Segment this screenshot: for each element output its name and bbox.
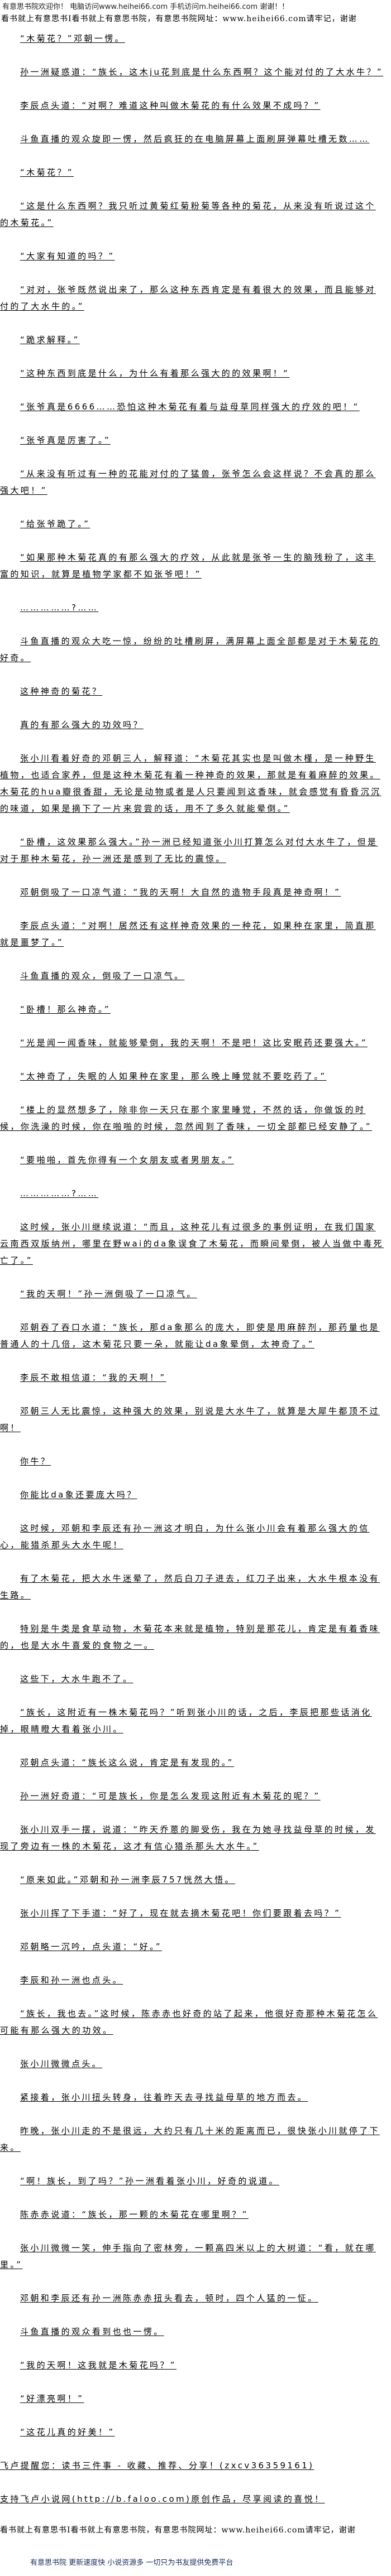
story-paragraph: 张小川微微点头。	[20, 2059, 103, 2069]
story-paragraph: “张爷真是6666……恐怕这种木菊花有着与益母草同样强大的疗效的吧！“	[20, 402, 360, 412]
story-paragraph: 张小川看着好奇的邓朝三人，解释道：“木菊花其实也是叫做木槿，是一种野生植物，也适…	[0, 753, 382, 813]
story-paragraph: 邓朝吞了吞口水道：“族长，那da象那么的庞大，即使是用麻醉剂，那药量也是普通人的…	[0, 1322, 380, 1349]
story-paragraph: “楼上的显然想多了，除非你一天只在那个家里睡觉，不然的话，你做饭的时候，你洗澡的…	[0, 1105, 373, 1131]
story-paragraph: “我的天啊！这我就是木菊花吗？”	[20, 2360, 177, 2370]
story-paragraph: “卧槽！那么神奇。”	[20, 1004, 111, 1014]
story-paragraph: 你能比da象还要庞大吗？	[20, 1490, 137, 1500]
story-paragraph: “原来如此。”邓朝和孙一洲李辰757恍然大悟。	[20, 1875, 235, 1885]
story-paragraph: 支持飞卢小说网(http://b.faloo.com)原创作品，尽享阅读的喜悦！	[0, 2494, 325, 2504]
story-paragraph: 邓朝点头道：“族长这么说，肯定是有发现的。”	[20, 1758, 234, 1768]
story-paragraph: “大家有知道的吗？”	[20, 251, 115, 261]
story-paragraph: ……………?……	[20, 603, 99, 613]
story-paragraph: 特别是牛类是食草动物，木菊花本来就是植物，特别是那花儿，肯定是有着香味的，也是大…	[0, 1624, 380, 1650]
story-paragraph: ……………?……	[20, 1188, 99, 1198]
story-paragraph: 有了木菊花，把大水牛迷晕了，然后白刀子进去，红刀子出来，大水牛根本没有生路。	[0, 1573, 380, 1600]
site-welcome-banner: 有意思书院欢迎你！ 电脑访问www.heihei66.com 手机访问m.hei…	[2, 3, 289, 11]
story-paragraph: “木菊花？”邓朝一愣。	[20, 33, 125, 44]
story-paragraph: “太神奇了，失眠的人如果种在家里，那么晚上睡觉就不要吃药了。”	[20, 1071, 327, 1081]
story-paragraph: “光是闻一闻香味，就能够晕倒，我的天啊！不是吧！这比安眠药还要强大。”	[20, 1038, 368, 1048]
story-paragraph: 张小川挥了下手道：“好了，现在就去摘木菊花吧！你们要跟着去吗？”	[20, 1908, 341, 1918]
story-paragraph: 邓朝和李辰还有孙一洲陈赤赤扭头看去，顿时，四个人猛的一怔。	[20, 2293, 318, 2303]
story-paragraph: 斗鱼直播的观众旋即一愣，然后疯狂的在电脑屏幕上面刷屏弹幕吐槽无数……	[20, 134, 370, 144]
story-paragraph: “跪求解释。”	[20, 335, 80, 345]
story-paragraph: 昨晚，张小川走的不是很远，大约只有几十米的距离而已，很快张小川就停了下来。	[0, 2126, 380, 2153]
story-paragraph: “啊！族长，到了吗？”孙一洲看着张小川，好奇的说道。	[20, 2176, 279, 2186]
story-paragraph: 陈赤赤说道：“族长，那一颗的木菊花在哪里啊？”	[20, 2209, 249, 2219]
story-paragraph: 紧接着，张小川扭头转身，往着昨天去寻找益母草的地方而去。	[20, 2092, 308, 2102]
story-paragraph: 李辰点头道：“对啊！居然还有这样神奇效果的一种花，如果种在家里，简直那就是噩梦了…	[0, 921, 376, 947]
story-paragraph: “族长，这附近有一株木菊花吗？”听到张小川的话，之后，李辰把那些话消化掉，眼睛瞪…	[0, 1707, 372, 1734]
story-paragraph: 张小川微微一笑，伸手指向了密林旁，一颗高四米以上的大树道：“看，就在哪里。”	[0, 2243, 376, 2270]
story-paragraph: “我的天啊！”孙一洲倒吸了一口凉气。	[20, 1289, 197, 1299]
story-paragraph: 这些下，大水牛跑不了。	[20, 1674, 133, 1684]
story-paragraph: 斗鱼直播的观众大吃一惊，纷纷的吐槽刷屏，满屏幕上面全部都是对于木菊花的好奇。	[0, 636, 380, 663]
story-paragraph: 孙一洲疑惑道：“族长，这木ju花到底是什么东西啊？这个能对付的了大水牛？”	[20, 67, 384, 77]
story-paragraph: “要啪啪，首先你得有一个女朋友或者男朋友。”	[20, 1155, 234, 1165]
story-paragraph: “好漂亮啊！”	[20, 2394, 84, 2404]
story-paragraph: 李辰不敢相信道：“我的天啊！”	[20, 1373, 166, 1383]
story-paragraph: 李辰和孙一洲也点头。	[20, 1975, 123, 1985]
story-paragraph: 张小川双手一摆，说道：“昨天乔蒽的脚受伤，我在为她寻找益母草的时候，发现了旁边有…	[0, 1824, 376, 1851]
story-paragraph: 真的有那么强大的功效吗？	[20, 720, 144, 730]
story-paragraph: 邓朝略一沉吟，点头道：“好。”	[20, 1942, 163, 1952]
story-paragraph: 邓朝三人无比震惊，这种强大的效果，别说是大水牛了，就算是大犀牛都顶不过啊！	[0, 1406, 380, 1433]
story-paragraph: 斗鱼直播的观众，倒吸了一口凉气。	[20, 971, 185, 981]
story-paragraph: “这是什么东西啊？我只听过黄菊红菊粉菊等各种的菊花，从来没有听说过这个的木菊花。…	[0, 201, 376, 228]
story-paragraph: “这种东西到底是什么，为什么有着那么强大的的效果啊！“	[20, 368, 290, 378]
story-paragraph: 孙一洲好奇道：“可是族长，你是怎么发现这附近有木菊花的呢？”	[20, 1791, 321, 1801]
story-paragraph: 这种神奇的菊花？	[20, 686, 103, 696]
story-paragraph: “卧槽，这效果那么强大。”孙一洲已经知道张小川打算怎么对付大水牛了，但是对于那种…	[0, 837, 378, 864]
story-paragraph: “张爷真是厉害了。”	[20, 435, 111, 445]
chapter-content: “木菊花？”邓朝一愣。孙一洲疑惑道：“族长，这木ju花到底是什么东西啊？这个能对…	[0, 30, 385, 2507]
story-paragraph: 你牛？	[20, 1456, 51, 1466]
story-paragraph: “对对，张爷既然说出来了，那么这种东西肯定是有着很大的效果，而且能够对付的了大水…	[0, 285, 376, 311]
story-paragraph: 这时候，邓朝和李辰还有孙一洲这才明白，为什么张小川会有着那么强大的信心，能猎杀那…	[0, 1523, 370, 1550]
story-paragraph: 斗鱼直播的观众看到也也一愣。	[20, 2327, 164, 2337]
story-paragraph: “木菊花？”	[20, 167, 74, 177]
footer-slogan: 有意思书院 更新速度快 小说资源多 一切只为书友提供免费平台	[30, 2559, 233, 2567]
story-paragraph: 飞卢提醒您：读书三件事 - 收藏、推荐、分享！(zxcv36359161)	[0, 2461, 314, 2471]
story-paragraph: “族长，我也去。”这时候，陈赤赤也好奇的站了起来，他很好奇那种木菊花怎么可能有那…	[0, 2009, 378, 2035]
story-paragraph: 这时候，张小川继续说道：“而且，这种花儿有过很多的事例证明，在我们国家云南西双版…	[0, 1222, 384, 1265]
site-address-notice: 看书就上有意思书I看书就上有意思书院，有意思书院网址：www.heihei66.…	[1, 15, 357, 23]
story-paragraph: “这花儿真的好美！”	[20, 2427, 115, 2437]
story-paragraph: 邓朝倒吸了一口凉气道：“我的天啊！大自然的造物手段真是神奇啊！”	[20, 887, 341, 897]
story-paragraph: “从来没有听过有一种的花能对付的了猛兽，张爷怎么会这样说？不会真的那么强大吧！”	[0, 469, 376, 495]
footer-address-notice: 看书就上有意思书I看书就上有意思书院，有意思书院网址：www.heihei66.…	[0, 2526, 356, 2535]
story-paragraph: 李辰点头道：“对啊？难道这种叫做木菊花的有什么效果不成吗？”	[20, 100, 321, 110]
story-paragraph: “给张爷跪了。”	[20, 519, 90, 529]
story-paragraph: “如果那种木菊花真的有那么强大的疗效，从此就是张爷一生的脑残粉了，这丰富的知识，…	[0, 552, 376, 579]
